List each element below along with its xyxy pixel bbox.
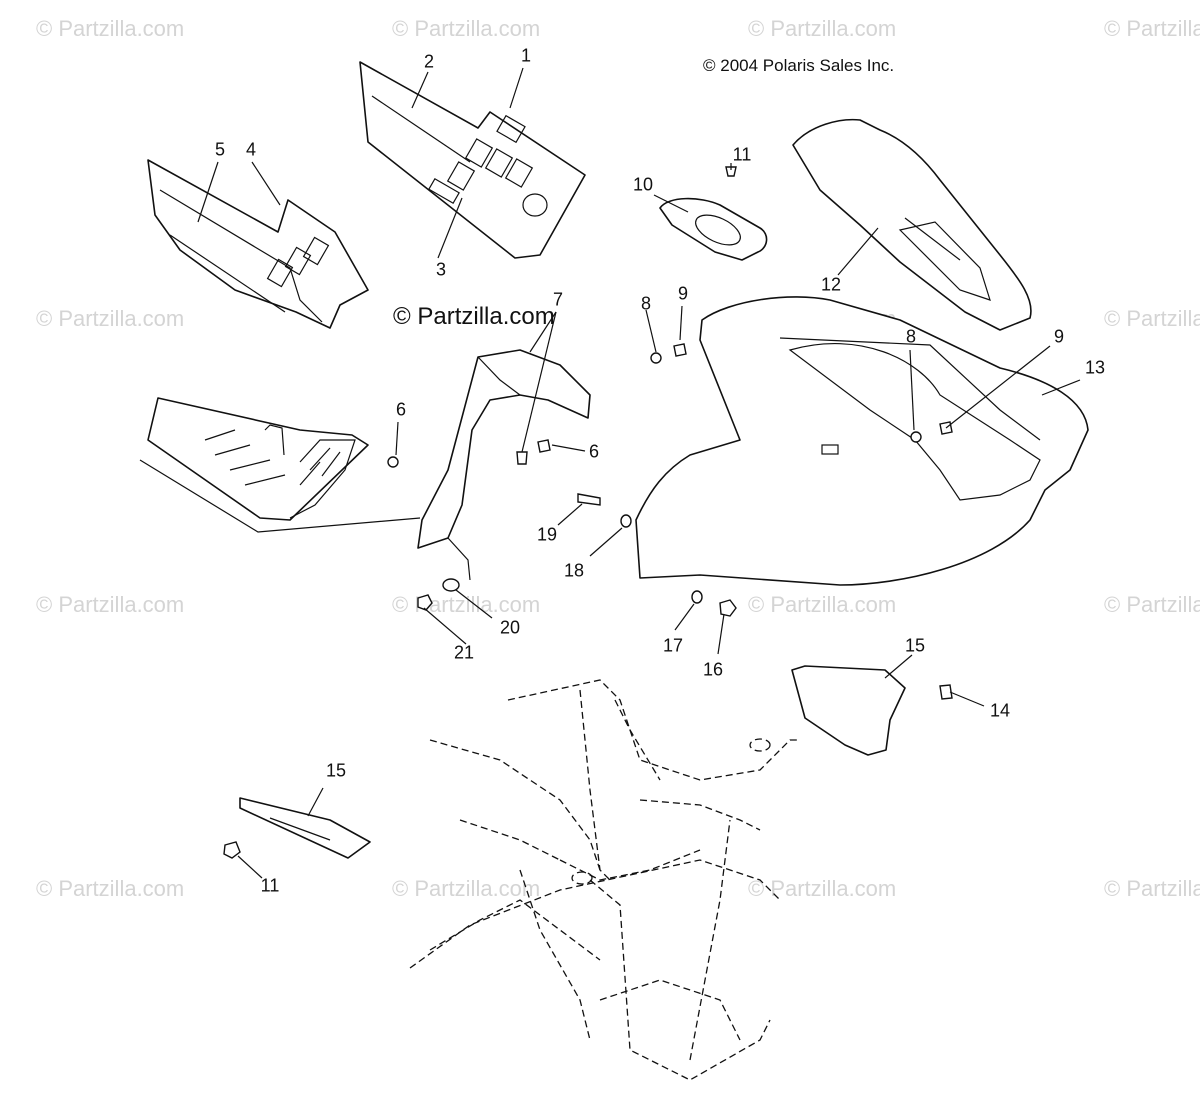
bolt-icon[interactable]: [577, 493, 601, 506]
callout-13[interactable]: 13: [1084, 357, 1106, 378]
callout-6[interactable]: 6: [395, 399, 407, 420]
callout-21[interactable]: 21: [453, 642, 475, 663]
watermark: © Partzilla.com: [36, 306, 185, 331]
leader-lines: [197, 67, 1081, 879]
callout-12[interactable]: 12: [820, 274, 842, 295]
clip-nut-icon[interactable]: [516, 451, 528, 465]
push-rivet-icon[interactable]: [725, 166, 737, 177]
callout-4[interactable]: 4: [245, 139, 257, 160]
watermark: © Partzilla.com: [392, 592, 541, 617]
callout-6[interactable]: 6: [588, 441, 600, 462]
watermark: © Partzilla.com: [748, 592, 897, 617]
callout-5[interactable]: 5: [214, 139, 226, 160]
callout-19[interactable]: 19: [536, 524, 558, 545]
watermark: © Partzilla.com: [1104, 592, 1200, 617]
callout-14[interactable]: 14: [989, 700, 1011, 721]
callout-10[interactable]: 10: [632, 174, 654, 195]
callout-11[interactable]: 11: [732, 144, 752, 165]
watermark: © Partzilla.com: [36, 16, 185, 41]
front-panel-part[interactable]: [359, 61, 586, 259]
footwell-part[interactable]: [139, 397, 421, 533]
callout-2[interactable]: 2: [423, 51, 435, 72]
callout-11[interactable]: 11: [260, 875, 280, 896]
nut-icon[interactable]: [719, 599, 737, 617]
callout-15[interactable]: 15: [325, 760, 347, 781]
screw-icon[interactable]: [537, 439, 551, 453]
screw-icon[interactable]: [650, 352, 662, 364]
watermark: © Partzilla.com: [1104, 16, 1200, 41]
callout-9[interactable]: 9: [677, 283, 689, 304]
tank-cap-cover-part[interactable]: [659, 197, 768, 261]
watermark: © Partzilla.com: [36, 592, 185, 617]
fender-flare-part[interactable]: [417, 349, 591, 581]
heat-shield-part[interactable]: [239, 797, 371, 859]
brand-mark: © Partzilla.com: [393, 303, 555, 330]
watermark: © Partzilla.com: [748, 16, 897, 41]
callout-3[interactable]: 3: [435, 259, 447, 280]
callout-8[interactable]: 8: [905, 326, 917, 347]
watermark: © Partzilla.com: [1104, 306, 1200, 331]
push-rivet-icon[interactable]: [223, 841, 241, 859]
callout-17[interactable]: 17: [662, 635, 684, 656]
callout-7[interactable]: 7: [552, 289, 564, 310]
callout-15[interactable]: 15: [904, 635, 926, 656]
frame-assembly[interactable]: [409, 679, 800, 1081]
nut-icon[interactable]: [417, 594, 433, 611]
callout-8[interactable]: 8: [640, 293, 652, 314]
callout-1[interactable]: 1: [520, 45, 532, 66]
watermark: © Partzilla.com: [392, 16, 541, 41]
callout-20[interactable]: 20: [499, 617, 521, 638]
watermark: © Partzilla.com: [36, 876, 185, 901]
washer-icon[interactable]: [442, 578, 460, 592]
callout-9[interactable]: 9: [1053, 326, 1065, 347]
seat-part[interactable]: [792, 118, 1032, 331]
push-rivet-icon[interactable]: [939, 684, 953, 700]
callout-18[interactable]: 18: [563, 560, 585, 581]
rear-body-part[interactable]: [635, 296, 1089, 586]
watermark: © Partzilla.com: [748, 876, 897, 901]
callout-16[interactable]: 16: [702, 659, 724, 680]
watermark: © Partzilla.com: [1104, 876, 1200, 901]
clip-nut-icon[interactable]: [673, 343, 687, 357]
screw-icon[interactable]: [910, 431, 922, 443]
washer-icon[interactable]: [691, 590, 703, 604]
copyright-notice: © 2004 Polaris Sales Inc.: [703, 56, 895, 75]
heat-shield-part[interactable]: [791, 665, 906, 756]
rear-panel-part[interactable]: [147, 159, 369, 329]
washer-icon[interactable]: [620, 514, 632, 528]
screw-icon[interactable]: [387, 456, 399, 468]
watermark: © Partzilla.com: [392, 876, 541, 901]
